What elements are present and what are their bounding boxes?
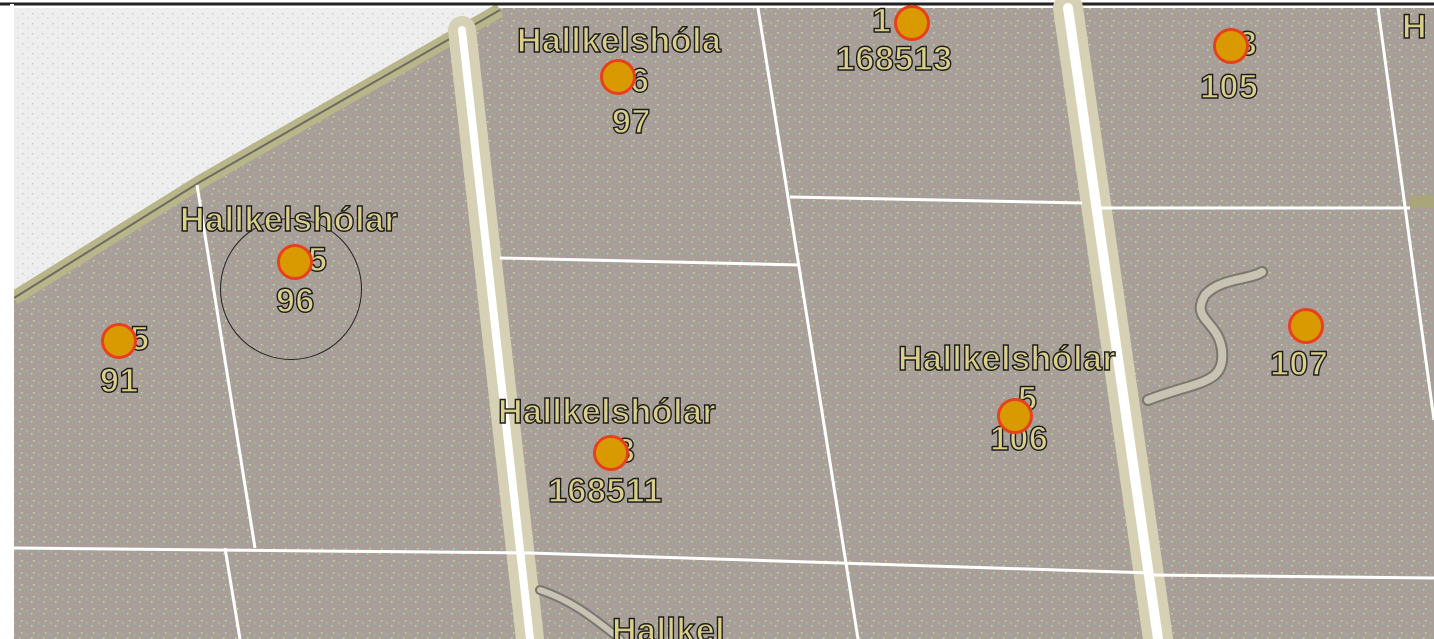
circle-dot-icon[interactable]: [894, 5, 930, 41]
parcel-number-label: 105: [1199, 67, 1259, 106]
parcel-boundaries: [13, 7, 1434, 639]
circle-dot-icon[interactable]: [277, 244, 313, 280]
parcel-number-label: 91: [99, 361, 139, 400]
parcel-number-label: 97: [611, 102, 651, 141]
circle-dot-icon[interactable]: [600, 59, 636, 95]
parcel-code-label: 1: [871, 1, 892, 40]
parcel-name-label: Hallkelshólar: [497, 392, 717, 431]
parcel-code-label: 5: [307, 240, 328, 279]
parcel-name-label: H: [1401, 7, 1428, 46]
parcel-number-label: 168513: [835, 39, 953, 78]
parcel-number-label: 96: [275, 281, 315, 320]
parcel-name-label: Hallkel: [611, 611, 726, 639]
parcel-number-label: 168511: [547, 471, 663, 510]
circle-dot-icon[interactable]: [593, 435, 629, 471]
circle-dot-icon[interactable]: [1288, 308, 1324, 344]
selection-circle: [220, 218, 362, 360]
circle-dot-icon[interactable]: [1213, 28, 1249, 64]
parcel-name-label: Hallkelshólar: [897, 339, 1117, 378]
circle-dot-icon[interactable]: [101, 323, 137, 359]
roads: [448, 0, 1268, 639]
circle-dot-icon[interactable]: [997, 398, 1033, 434]
parcel-number-label: 107: [1269, 344, 1329, 383]
parcel-name-label: Hallkelshóla: [516, 21, 722, 60]
parcel-name-label: Hallkelshólar: [179, 200, 399, 239]
